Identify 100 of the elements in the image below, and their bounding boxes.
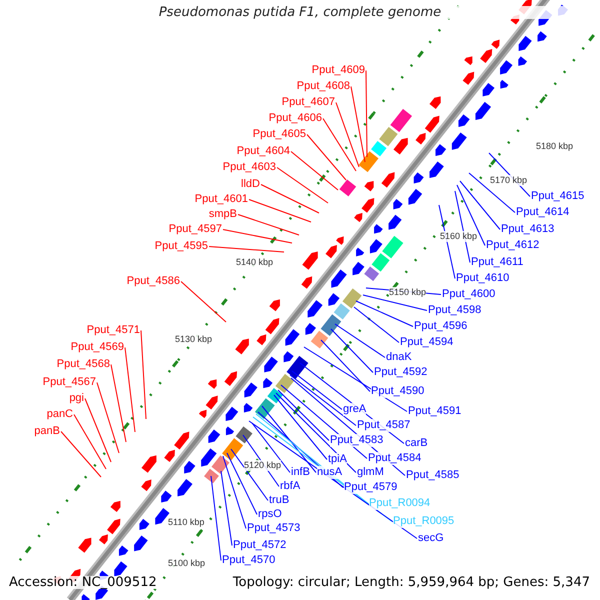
leader-line — [248, 199, 312, 222]
scale-label: 5180 kbp — [536, 141, 574, 152]
gene-label: Pput_4596 — [414, 320, 468, 333]
gene-label: Pput_4591 — [408, 405, 462, 418]
leader-line — [334, 324, 386, 358]
leader-line — [290, 151, 338, 190]
gene-label: Pput_4613 — [501, 223, 554, 236]
leader-line — [366, 70, 368, 158]
scale-label: 5150 kbp — [389, 287, 426, 298]
gene-label: Pput_4603 — [222, 161, 276, 174]
leader-line — [456, 184, 486, 246]
gene-label: Pput_4607 — [282, 96, 335, 109]
leader-line — [350, 86, 366, 162]
leader-line — [220, 470, 232, 546]
leader-line — [262, 406, 316, 473]
summary-text: Topology: circular; Length: 5,959,964 bp; Genes: 5,347 — [232, 576, 590, 589]
leader-line — [60, 431, 102, 478]
gene-label: nusA — [317, 466, 342, 479]
leader-line — [274, 394, 328, 460]
gene-label: Pput_4609 — [312, 64, 365, 77]
leader-line — [306, 134, 346, 180]
gene-label: Pput_4601 — [194, 193, 248, 206]
scale-label: 5130 kbp — [175, 334, 212, 345]
gene-label: Pput_4590 — [371, 385, 424, 398]
gene-label: Pput_4605 — [252, 128, 306, 141]
scale-label: 5170 kbp — [490, 175, 528, 186]
leader-line — [124, 347, 136, 432]
leader-line — [96, 382, 120, 454]
scale-label: 5160 kbp — [440, 231, 478, 242]
scale-label: 5140 kbp — [236, 257, 274, 268]
gene-label: Pput_4570 — [222, 554, 276, 567]
leader-line — [454, 190, 470, 263]
leader-line — [356, 300, 414, 327]
gene-label: tpiA — [328, 453, 347, 466]
gene-label: Pput_4604 — [236, 145, 290, 158]
scale-label: 5100 kbp — [168, 558, 206, 569]
gene-label: Pput_4592 — [374, 366, 428, 379]
gene-label: panB — [34, 425, 60, 438]
gene-label: Pput_4615 — [531, 190, 584, 203]
gene-label: Pput_4594 — [400, 336, 454, 349]
gene-label: Pput_4579 — [344, 481, 398, 494]
gene-label: Pput_4571 — [86, 324, 140, 337]
leader-line — [468, 172, 516, 213]
gene-label: Pput_4600 — [442, 288, 496, 301]
gene-label: Pput_4584 — [368, 452, 422, 465]
gene-label: Pput_4572 — [233, 539, 286, 552]
leader-line — [336, 102, 360, 168]
leader-line — [74, 414, 106, 470]
leader-line — [278, 390, 330, 441]
leader-line — [238, 214, 300, 236]
gene-label: pgi — [69, 392, 84, 405]
gene-label: Pput_4587 — [357, 419, 410, 432]
gene-label: Pput_4586 — [126, 275, 180, 288]
leader-line — [252, 422, 290, 473]
leader-line — [110, 364, 126, 442]
leader-line — [226, 452, 258, 515]
gene-label: Pput_4610 — [456, 272, 510, 285]
leader-line — [230, 448, 268, 501]
gene-label: Pput_4573 — [247, 522, 300, 535]
leader-line — [84, 398, 112, 462]
leader-line — [208, 246, 284, 252]
leader-line — [354, 306, 400, 343]
leader-line — [320, 340, 370, 392]
gene-label: greA — [343, 403, 366, 416]
leader-line — [460, 180, 500, 230]
gene-label: Pput_4568 — [56, 358, 110, 371]
leader-line — [362, 294, 428, 311]
gene-label: Pput_4585 — [406, 469, 460, 482]
gene-label: smpB — [208, 208, 237, 221]
leader-line — [222, 229, 292, 244]
leader-line — [330, 328, 374, 373]
leader-line — [260, 184, 320, 214]
leader-line — [276, 167, 328, 204]
gene-label: glmM — [357, 466, 384, 479]
gene-label: Pput_4569 — [70, 341, 124, 354]
leader-line — [210, 476, 222, 561]
gene-label: Pput_4595 — [154, 240, 208, 253]
gene-label: Pput_4606 — [268, 112, 322, 125]
gene-label: Pput_4583 — [330, 434, 384, 447]
accession-text: Accession: NC_009512 — [9, 576, 157, 589]
gene-label: panC — [46, 408, 73, 421]
leader-line — [438, 204, 456, 279]
leader-line — [322, 118, 356, 172]
gene-label: Pput_4598 — [428, 304, 482, 317]
gene-label: Pput_4608 — [296, 80, 350, 93]
leader-line — [140, 330, 146, 420]
gene-label: rpsO — [258, 508, 282, 521]
leader-line — [180, 281, 226, 322]
scale-label: 5120 kbp — [244, 460, 282, 471]
gene-label: Pput_4612 — [486, 239, 540, 252]
gene-label: Pput_R0094 — [369, 497, 430, 510]
gene-label: Pput_4597 — [168, 223, 222, 236]
gene-label: Pput_4611 — [471, 256, 524, 269]
gene-label: Pput_4567 — [42, 376, 96, 389]
leader-line — [292, 370, 342, 410]
leader-line — [290, 374, 356, 426]
leader-line — [276, 392, 356, 473]
leader-line — [222, 456, 246, 529]
scale-label: 5110 kbp — [168, 517, 204, 528]
gene-label: Pput_4614 — [516, 206, 570, 219]
